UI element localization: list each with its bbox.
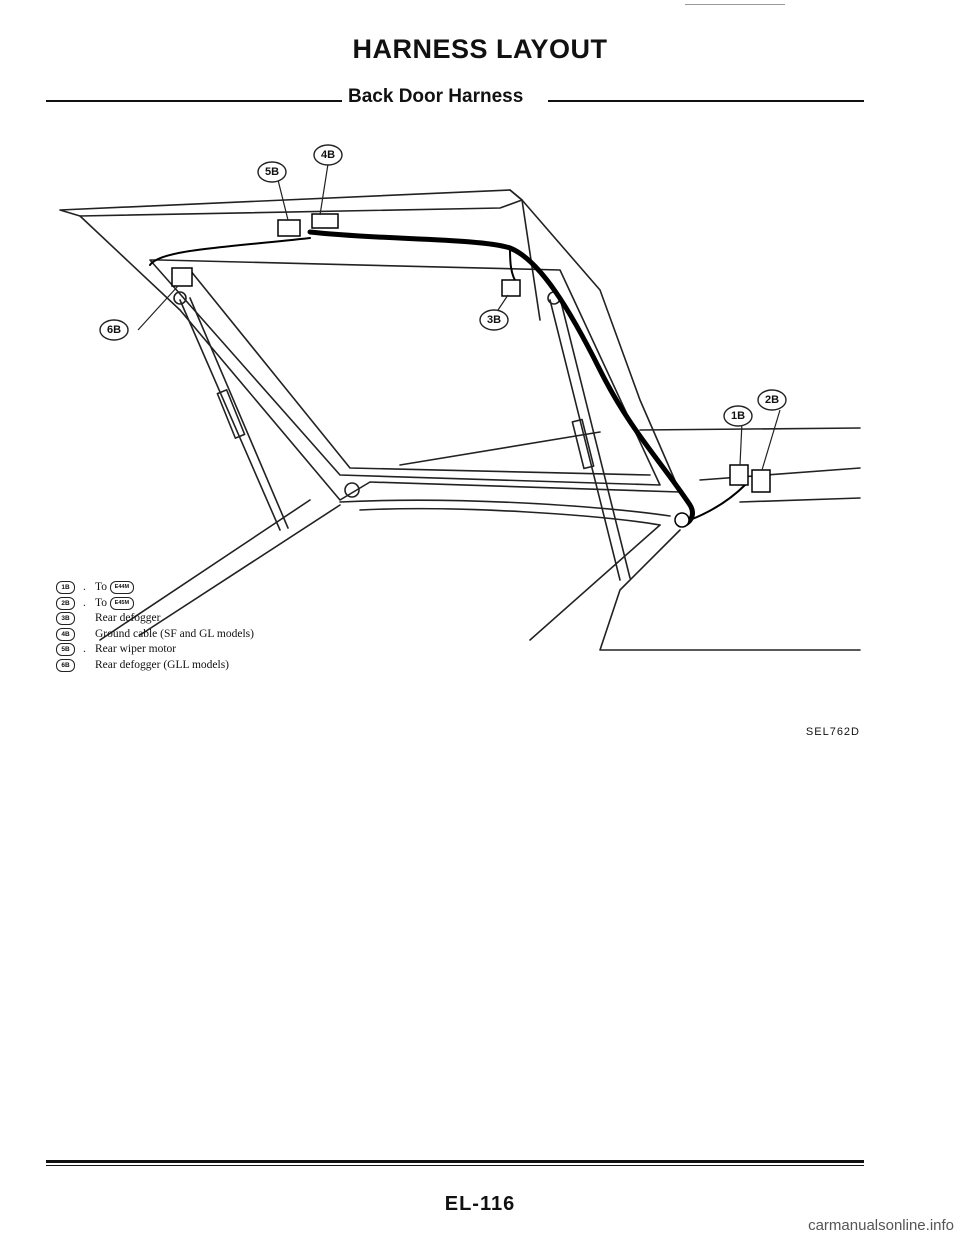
page-title: HARNESS LAYOUT: [352, 34, 608, 64]
body-sill-2: [339, 499, 671, 517]
legend-badge: 5B: [56, 643, 75, 657]
connector-2b: [751, 469, 771, 493]
callout-3b: [479, 309, 509, 331]
callout-3b-label: 3B: [487, 314, 501, 326]
strut-left: [179, 299, 281, 531]
back-door-harness-diagram: 4B 5B 6B 3B 1B 2B: [59, 144, 861, 651]
body-left-line-2: [139, 504, 341, 636]
roof-slant: [399, 431, 601, 466]
strut-right-cylinder: [571, 418, 595, 470]
legend-badge: 6B: [56, 658, 75, 672]
harness-main: [307, 229, 695, 528]
legend-item: 5B . Rear wiper motor: [56, 642, 254, 658]
roof-line-right-2: [699, 467, 861, 481]
connector-5b: [277, 219, 301, 237]
callout-4b: [313, 144, 343, 166]
callout-6b: [99, 319, 129, 341]
legend: 1B . To E44M 2B . To E45M 3B Rear defogg…: [56, 580, 254, 673]
window-opening: [149, 259, 661, 486]
callout-5b-label: 5B: [265, 166, 279, 178]
legend-ref-badge: E45M: [109, 596, 134, 610]
callout-2b-label: 2B: [765, 394, 779, 406]
roof-line-right-3: [739, 497, 861, 503]
body-right-edge-2: [599, 529, 861, 651]
watermark-link[interactable]: carmanualsonline.info: [808, 1217, 954, 1234]
connector-4b: [311, 213, 339, 229]
callout-5b: [257, 161, 287, 183]
door-top-edge: [59, 189, 523, 217]
body-right-edge: [529, 524, 661, 641]
strut-right-2: [559, 297, 631, 579]
top-rule: [685, 4, 785, 5]
legend-dot: .: [83, 643, 86, 655]
callout-2b: [757, 389, 787, 411]
section-header: Back Door Harness: [46, 86, 864, 110]
window-inner: [189, 269, 651, 476]
harness-branch-top: [149, 237, 311, 266]
callout-1b: [723, 405, 753, 427]
grommet: [674, 512, 690, 528]
section-subtitle: Back Door Harness: [348, 86, 524, 107]
connector-6b: [171, 267, 193, 287]
strut-right: [549, 299, 621, 581]
legend-text: Ground cable (SF and GL models): [95, 627, 254, 640]
body-sill: [359, 507, 661, 526]
door-frame-outer: [79, 199, 681, 501]
legend-ref-badge: E44M: [109, 581, 134, 595]
figure-code: SEL762D: [805, 726, 860, 738]
legend-item: 6B Rear defogger (GLL models): [56, 658, 254, 674]
callout-1b-label: 1B: [731, 410, 745, 422]
footer-rule: [46, 1160, 864, 1163]
legend-item: 3B Rear defogger: [56, 611, 254, 627]
legend-item: 1B . To E44M: [56, 580, 254, 596]
footer-rule-thin: [46, 1165, 864, 1166]
strut-left-cylinder: [216, 389, 246, 439]
hinge-lower: [344, 482, 360, 498]
body-left-line: [99, 499, 311, 641]
legend-item: 2B . To E45M: [56, 596, 254, 612]
subtitle-rule-right: [548, 100, 864, 102]
legend-text: Rear defogger: [95, 612, 161, 624]
strut-left-2: [189, 297, 289, 529]
legend-dot: .: [83, 581, 86, 593]
page-number: EL-116: [444, 1193, 516, 1215]
roof-line-right: [639, 427, 861, 431]
callout-4b-label: 4B: [321, 149, 335, 161]
legend-badge: 3B: [56, 612, 75, 626]
harness-branch-right: [689, 484, 746, 521]
legend-text: Rear wiper motor: [95, 643, 177, 655]
subtitle-rule-left: [46, 100, 342, 102]
connector-1b: [729, 464, 749, 486]
legend-badge: 1B: [56, 581, 75, 595]
callout-6b-label: 6B: [107, 324, 121, 336]
legend-badge: 2B: [56, 596, 75, 610]
legend-text: To: [95, 581, 107, 593]
legend-badge: 4B: [56, 627, 75, 641]
connector-3b: [501, 279, 521, 297]
legend-dot: .: [83, 596, 86, 609]
hinge-left: [173, 291, 187, 305]
legend-item: 4B Ground cable (SF and GL models): [56, 627, 254, 643]
legend-text: Rear defogger (GLL models): [95, 658, 230, 671]
legend-text: To: [95, 596, 107, 609]
